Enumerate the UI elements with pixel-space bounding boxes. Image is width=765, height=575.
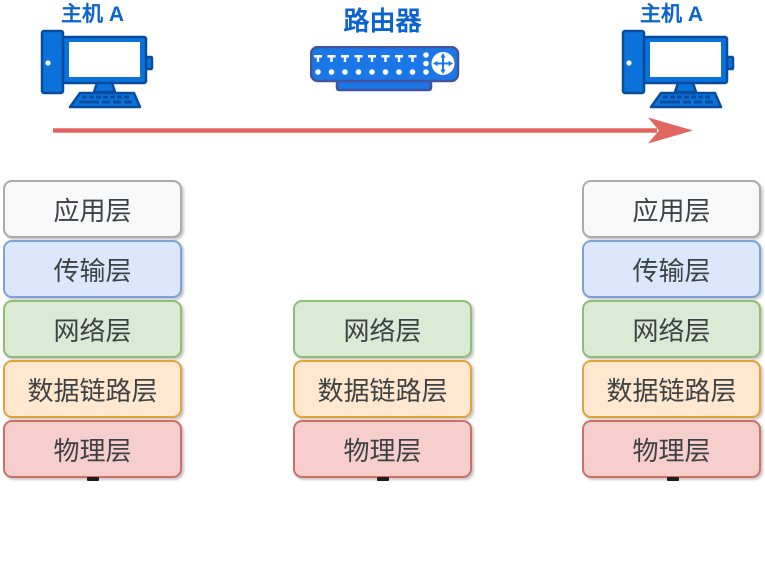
layer-box-datalink: 数据链路层 [293,360,472,418]
host-right-stack: 应用层 传输层 网络层 数据链路层 物理层 [582,180,761,478]
connector-stub [87,477,99,481]
layer-label: 应用层 [632,195,711,226]
layer-label: 数据链路层 [27,375,158,406]
layer-box-datalink: 数据链路层 [3,360,182,418]
layer-box-transport: 传输层 [582,240,761,298]
layer-box-physical: 物理层 [582,420,761,478]
connector-stub [667,477,679,481]
layer-label: 网络层 [343,315,422,346]
layer-box-datalink: 数据链路层 [582,360,761,418]
router-ports [314,52,429,75]
layer-box-transport: 传输层 [3,240,182,298]
connector-stub [377,477,389,481]
layer-label: 应用层 [53,195,132,226]
router-label: 路由器 [343,6,422,36]
layer-label: 物理层 [343,435,422,466]
layer-box-network: 网络层 [582,300,761,358]
layer-label: 传输层 [632,255,711,286]
layer-box-network: 网络层 [3,300,182,358]
layer-box-application: 应用层 [582,180,761,238]
layer-box-physical: 物理层 [3,420,182,478]
host-right-label: 主机 A [640,3,703,26]
layer-label: 物理层 [53,435,132,466]
layer-box-application: 应用层 [3,180,182,238]
layer-label: 数据链路层 [606,375,737,406]
desktop-computer-icon [621,29,735,109]
router-icon [310,46,460,92]
layer-label: 网络层 [53,315,132,346]
layer-label: 传输层 [53,255,132,286]
layer-label: 数据链路层 [317,375,448,406]
layer-label: 网络层 [632,315,711,346]
layer-box-physical: 物理层 [293,420,472,478]
layer-box-network: 网络层 [293,300,472,358]
host-left-label: 主机 A [61,3,124,26]
router-stack: 网络层 数据链路层 物理层 [293,300,472,478]
host-left-stack: 应用层 传输层 网络层 数据链路层 物理层 [3,180,182,478]
right-arrow-icon [53,117,693,144]
desktop-computer-icon [40,29,154,109]
layer-label: 物理层 [632,435,711,466]
